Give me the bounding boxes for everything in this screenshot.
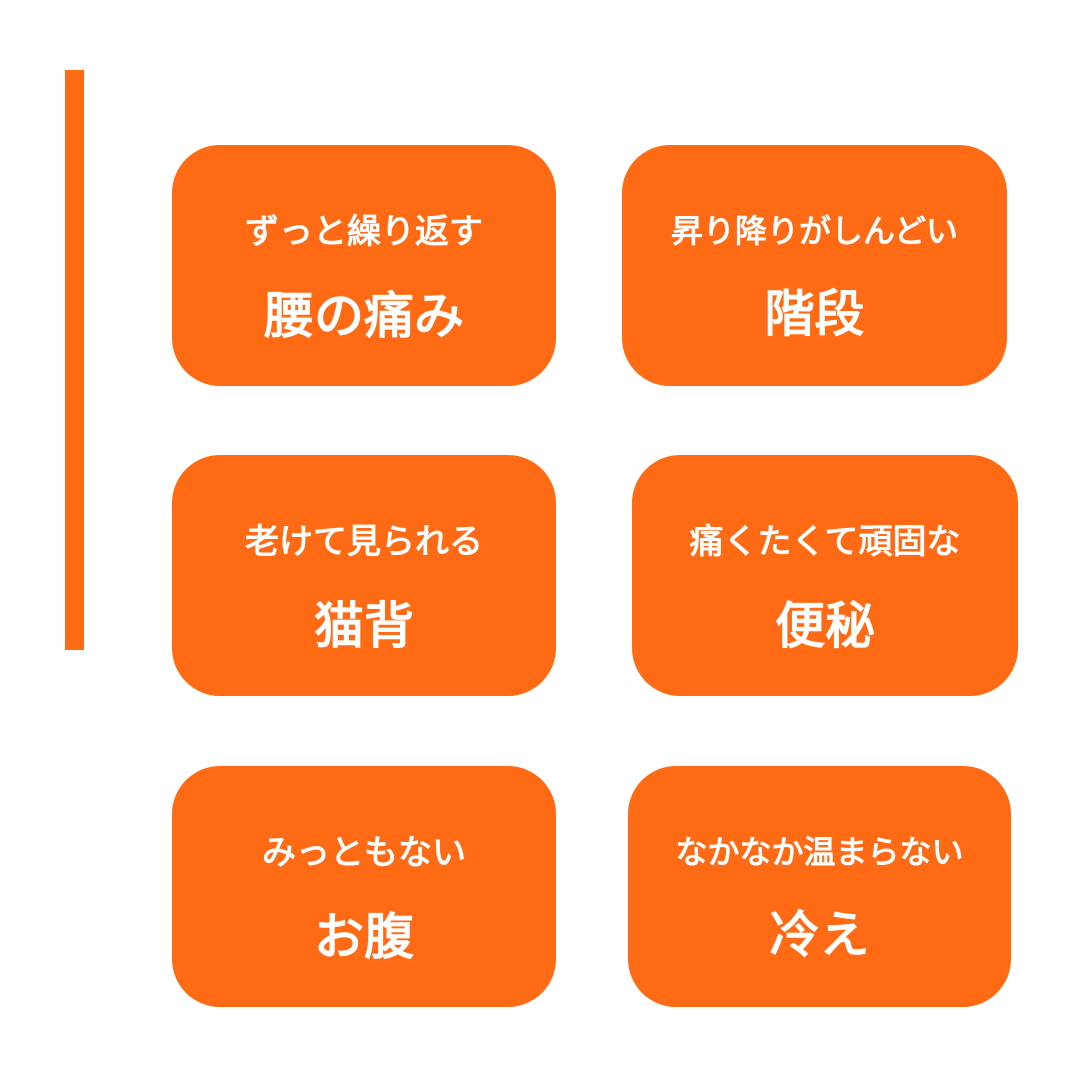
card-title: 腰の痛み: [264, 287, 464, 345]
card-subtitle: 痛くたくて頑固な: [689, 522, 961, 562]
card-title: お腹: [314, 908, 414, 966]
card-title: 猫背: [314, 597, 414, 655]
accent-bar: [65, 70, 84, 650]
card-cold: なかなか温まらない 冷え: [628, 766, 1011, 1007]
card-title: 冷え: [769, 906, 870, 964]
card-subtitle: ずっと繰り返す: [245, 212, 483, 252]
card-title: 階段: [764, 285, 865, 343]
card-constipation: 痛くたくて頑固な 便秘: [632, 455, 1018, 696]
card-subtitle: 昇り降りがしんどい: [670, 212, 959, 250]
card-subtitle: みっともない: [262, 833, 466, 873]
card-subtitle: 老けて見られる: [245, 522, 483, 562]
card-title: 便秘: [775, 597, 875, 655]
card-subtitle: なかなか温まらない: [675, 833, 964, 871]
card-back-pain: ずっと繰り返す 腰の痛み: [172, 145, 556, 386]
card-belly: みっともない お腹: [172, 766, 556, 1007]
card-stairs: 昇り降りがしんどい 階段: [622, 145, 1007, 386]
card-hunchback: 老けて見られる 猫背: [172, 455, 556, 696]
